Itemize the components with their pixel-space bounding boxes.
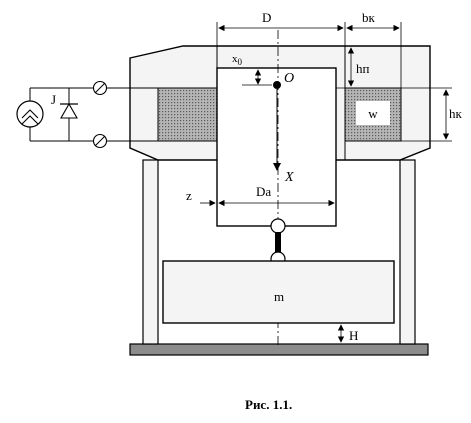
dim-Da-label: Da [256,184,271,199]
coil-label: w [368,106,378,121]
source-label: J [51,92,56,107]
mass-block [162,260,395,324]
coil-left [157,87,218,142]
dim-hk-label: hк [449,106,463,121]
rod-joint-top [270,218,286,234]
dim-z-label: z [186,188,192,203]
right-leg [399,159,416,345]
dim-D-label: D [262,10,271,25]
base-plate [129,343,429,356]
left-leg [142,159,159,345]
terminal-top-slash [94,82,106,94]
origin-point [273,81,281,89]
x0-label: x0 [232,53,243,67]
x-axis-label: X [284,170,294,185]
dim-bk-label: bк [362,10,376,25]
coil-label-box [356,101,390,125]
terminal-bottom-slash [94,135,106,147]
mass-label: m [274,289,284,304]
diode-icon [60,88,78,141]
dim-hp-label: hп [356,61,370,76]
dim-H-label: H [349,328,358,343]
origin-label: O [284,71,294,86]
figure-caption: Рис. 1.1. [245,397,292,412]
rod [275,232,281,255]
current-source-icon [16,100,44,128]
